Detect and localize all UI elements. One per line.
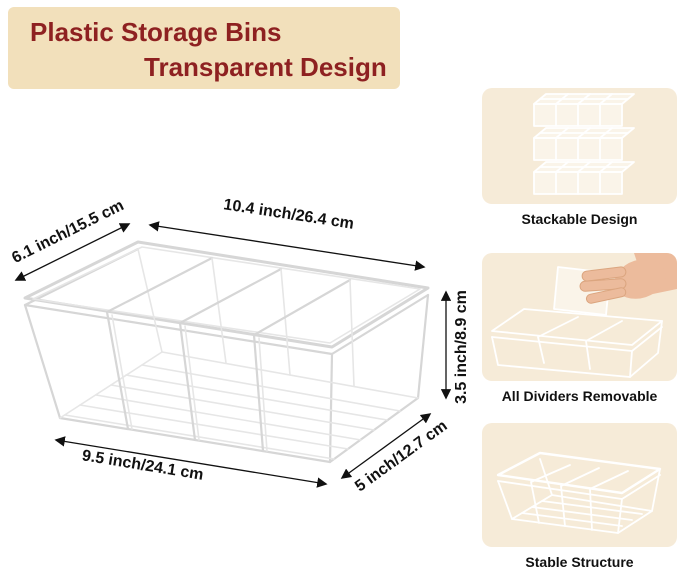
dimension-label-bottom-width: 9.5 inch/24.1 cm bbox=[81, 447, 205, 484]
dimension-label-height: 3.5 inch/8.9 cm bbox=[453, 290, 470, 404]
bin-dividers bbox=[105, 256, 355, 453]
dimension-arrow-left-depth bbox=[14, 223, 131, 281]
dimension-label-top-width: 10.4 inch/26.4 cm bbox=[222, 196, 355, 232]
bin-dimension-diagram: 10.4 inch/26.4 cm 6.1 inch/15.5 cm 3.5 i… bbox=[9, 196, 470, 495]
stacked-bins-icon bbox=[533, 93, 635, 195]
title-banner: Plastic Storage Bins Transparent Design bbox=[8, 7, 400, 89]
dimension-arrow-top-width bbox=[148, 221, 426, 271]
feature-card-stable-structure: Stable Structure bbox=[482, 423, 677, 570]
feature-label-stable-structure: Stable Structure bbox=[525, 554, 634, 570]
feature-card-dividers-removable: All Dividers Removable bbox=[482, 253, 677, 404]
feature-card-stackable: Stackable Design bbox=[482, 88, 677, 227]
bin-ribbed-bottom bbox=[64, 364, 401, 460]
divided-bin-icon bbox=[496, 451, 662, 534]
banner-title-line2: Transparent Design bbox=[144, 52, 387, 82]
banner-title-line1: Plastic Storage Bins bbox=[30, 17, 282, 47]
feature-image-dividers-removable bbox=[482, 253, 677, 381]
dimension-arrows bbox=[14, 221, 452, 488]
hand-removing-divider-icon bbox=[491, 253, 677, 378]
hand-icon bbox=[579, 253, 677, 304]
dimension-arrow-bottom-width bbox=[54, 436, 328, 488]
feature-label-stackable: Stackable Design bbox=[521, 211, 638, 227]
dimension-arrow-right-depth bbox=[340, 413, 432, 479]
feature-image-stackable bbox=[482, 88, 677, 204]
feature-label-dividers-removable: All Dividers Removable bbox=[501, 388, 658, 404]
feature-image-stable-structure bbox=[482, 423, 677, 547]
